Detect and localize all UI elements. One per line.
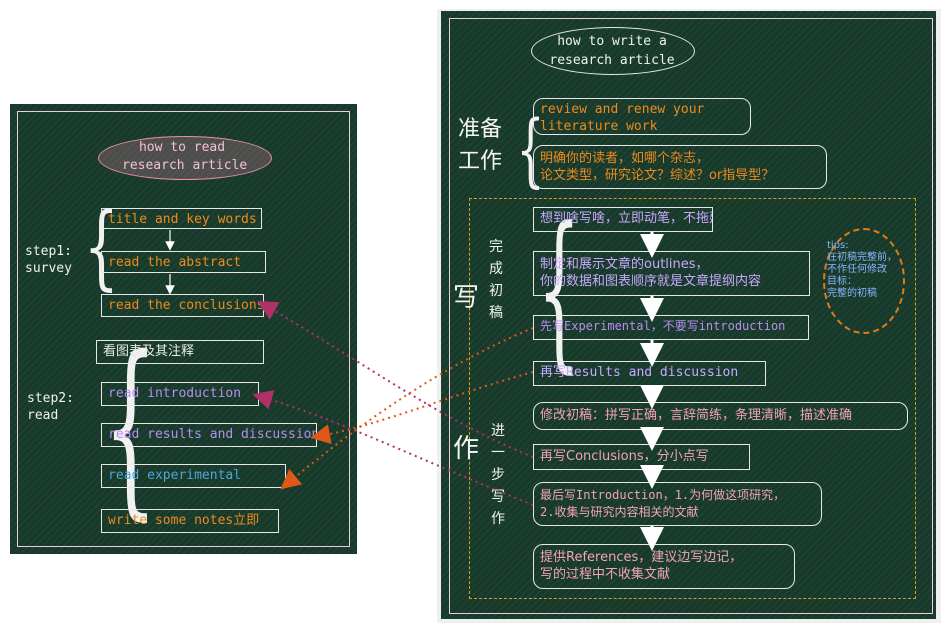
tip-text: tips: 在初稿完整前， 不作任何修改 目标： 完整的初稿 [827,240,897,299]
further-item: 提供References，建议边写边记， 写的过程中不收集文献 [533,544,795,589]
prep-label: 准备 工作 [458,117,503,174]
draft-item: 想到啥写啥，立即动笔，不拖延 [533,207,713,232]
prep-item: review and renew your literature work [533,98,751,135]
step2-item: 看图表及其注释 [96,340,264,364]
draft-brace: { [537,191,581,389]
step1-label: step1: survey [25,244,72,276]
right-title: how to write a research article [549,34,675,68]
step1-item: read the conclusions [101,294,264,317]
step2-label: step2: read [27,391,74,423]
further-item: 修改初稿：拼写正确，言辞简练，条理清晰，描述准确 [533,402,908,430]
left-title-ellipse [98,136,272,180]
tip-ellipse [823,228,905,334]
further-item: 最后写Introduction，1.为何做这项研究， 2.收集与研究内容相关的文… [533,482,822,526]
zuo-char: 作 [453,434,480,464]
right-title-ellipse [531,27,695,75]
draft-item: 先写Experimental，不要写introduction [533,315,809,340]
step2-item: read results and discussion [101,423,317,447]
step1-item: title and key words [101,208,262,229]
draft-label: 完 成 初 稿 [489,239,503,321]
step1-item: read the abstract [101,251,266,273]
draft-item: 再写Results and discussion [533,361,766,386]
draft-item: 制定和展示文章的outlines， 你的数据和图表顺序就是文章提纲内容 [533,251,810,296]
step2-item: write some notes立即 [101,509,279,533]
write-char: 写 [453,283,480,313]
further-label: 进 一 步 写 作 [491,423,505,527]
left-title: how to read research article [122,140,248,173]
further-item: 再写Conclusions，分小点写 [533,444,750,470]
prep-item: 明确你的读者，如哪个杂志， 论文类型，研究论文？综述？or指导型？ [533,145,827,189]
step2-item: read experimental [101,464,286,488]
step2-item: read introduction [101,382,259,406]
